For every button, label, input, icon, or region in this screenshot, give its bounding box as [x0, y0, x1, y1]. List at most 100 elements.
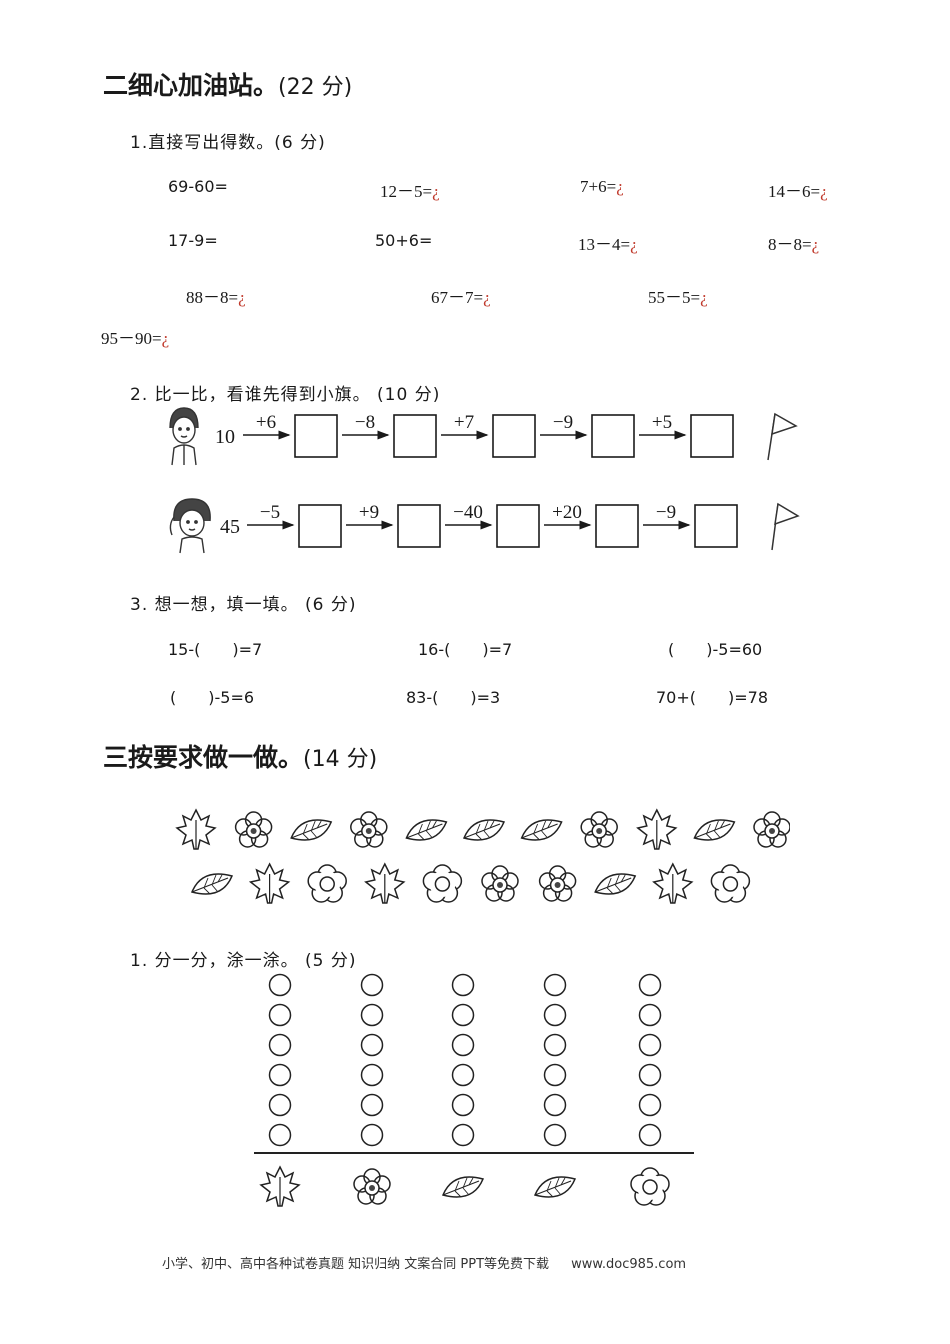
color-circle[interactable] [451, 1123, 475, 1147]
flower-icon [353, 1168, 391, 1205]
color-circle[interactable] [268, 1093, 292, 1117]
maple-leaf-icon [365, 863, 405, 904]
flower-icon [481, 865, 519, 902]
color-circle[interactable] [543, 973, 567, 997]
color-circle[interactable] [543, 1123, 567, 1147]
fill-item: 83-( )=3 [406, 688, 501, 707]
color-circle[interactable] [268, 1063, 292, 1087]
footer: 小学、初中、高中各种试卷真题 知识归纳 文案合同 PPT等免费下载 www.do… [162, 1253, 686, 1272]
leaf-icon [191, 873, 233, 895]
calc-item: 69-60= [168, 177, 228, 196]
calc-item: 8－8=¿ [768, 235, 820, 254]
color-circle[interactable] [638, 1123, 662, 1147]
chain-op-label: −9 [656, 502, 676, 523]
fill-item: ( )-5=6 [170, 688, 255, 707]
fill-item: 70+( )=78 [656, 688, 769, 707]
category-column [630, 973, 670, 1206]
color-circle[interactable] [451, 973, 475, 997]
color-circle[interactable] [268, 1033, 292, 1057]
leaf-icon [442, 1176, 484, 1198]
answer-box[interactable] [496, 504, 540, 548]
color-circle[interactable] [638, 1003, 662, 1027]
simple-flower-icon [307, 864, 347, 903]
color-circle[interactable] [268, 1003, 292, 1027]
calc-item: 67－7=¿ [431, 288, 491, 307]
leaf-icon [405, 819, 448, 841]
category-column [442, 973, 484, 1198]
girl-avatar [169, 498, 211, 554]
flower-icon [753, 811, 790, 848]
fill-item: 16-( )=7 [418, 640, 513, 659]
color-circle[interactable] [638, 1033, 662, 1057]
maple-leaf-icon [260, 1166, 300, 1207]
simple-flower-icon [422, 864, 463, 903]
flag-icon [767, 412, 798, 461]
color-circle[interactable] [638, 1063, 662, 1087]
calc-item: 50+6= [375, 231, 433, 250]
calc-item: 88－8=¿ [186, 288, 246, 307]
answer-box[interactable] [492, 414, 536, 458]
color-circle[interactable] [360, 973, 384, 997]
chain-op-label: +7 [454, 412, 474, 433]
chain-op-label: +6 [256, 412, 276, 433]
pointed-leaf-icon [534, 1176, 576, 1198]
leaf-icon [290, 819, 332, 841]
answer-box[interactable] [298, 504, 342, 548]
chain-op-label: +20 [552, 502, 582, 523]
chain-op-label: +5 [652, 412, 672, 433]
answer-box[interactable] [393, 414, 437, 458]
color-circle[interactable] [451, 1033, 475, 1057]
color-circle[interactable] [543, 1063, 567, 1087]
chain-op-label: −8 [355, 412, 375, 433]
calc-item: 17-9= [168, 231, 218, 250]
answer-box[interactable] [694, 504, 738, 548]
answer-box[interactable] [397, 504, 441, 548]
chain-op-label: −5 [260, 502, 280, 523]
chain-op-label: −9 [553, 412, 573, 433]
calc-item: 55－5=¿ [648, 288, 708, 307]
category-column [260, 973, 300, 1207]
color-circle[interactable] [268, 973, 292, 997]
color-circle[interactable] [543, 1093, 567, 1117]
section2-title-text: 二细心加油站。 [103, 71, 279, 100]
coloring-chart [254, 973, 694, 1207]
answer-box[interactable] [690, 414, 734, 458]
maple-leaf-icon [653, 863, 693, 904]
chain-op-label: +9 [359, 502, 379, 523]
color-circle[interactable] [268, 1123, 292, 1147]
color-circle[interactable] [543, 1033, 567, 1057]
flower-icon [580, 811, 618, 848]
calc-item: 95－90=¿ [101, 329, 170, 348]
answer-box[interactable] [591, 414, 635, 458]
calc-item: 14－6=¿ [768, 182, 828, 201]
color-circle[interactable] [638, 1093, 662, 1117]
answer-box[interactable] [294, 414, 338, 458]
flower-icon [538, 865, 577, 902]
color-circle[interactable] [360, 1003, 384, 1027]
items-picture [176, 809, 790, 904]
q1-label: 1.直接写出得数。(6 分) [130, 133, 326, 153]
section3-title-text: 三按要求做一做。 [103, 743, 304, 772]
footer-url[interactable]: www.doc985.com [571, 1257, 687, 1272]
color-circle[interactable] [451, 1003, 475, 1027]
fill-item: 15-( )=7 [168, 640, 263, 659]
color-circle[interactable] [451, 1063, 475, 1087]
color-circle[interactable] [543, 1003, 567, 1027]
category-column [353, 973, 391, 1205]
maple-leaf-icon [249, 863, 290, 904]
boy-avatar [169, 407, 199, 466]
color-circle[interactable] [360, 1063, 384, 1087]
answer-box[interactable] [595, 504, 639, 548]
color-circle[interactable] [360, 1093, 384, 1117]
flower-icon [234, 811, 273, 848]
color-circle[interactable] [638, 973, 662, 997]
chain-diagram: 10+6−8+7−9+5 45−5+9−40+20−9 [169, 407, 800, 554]
category-column [534, 973, 576, 1198]
color-circle[interactable] [360, 1033, 384, 1057]
calc-item: 13－4=¿ [578, 235, 638, 254]
chain-start-number: 10 [215, 426, 235, 448]
maple-leaf-icon [637, 809, 677, 850]
leaf-icon [520, 819, 563, 841]
color-circle[interactable] [451, 1093, 475, 1117]
color-circle[interactable] [360, 1123, 384, 1147]
